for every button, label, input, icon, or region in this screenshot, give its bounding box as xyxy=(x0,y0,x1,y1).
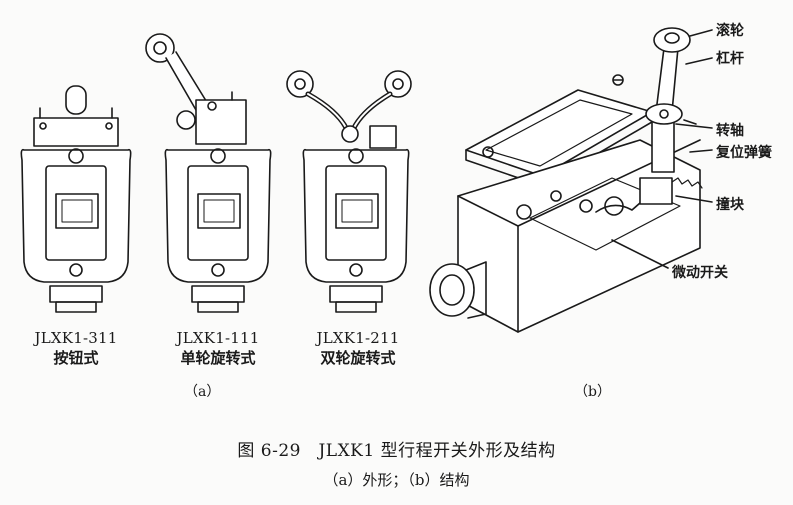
switch-model-3: JLXK1-211 xyxy=(316,329,400,347)
structure-cutaway xyxy=(429,27,713,333)
label-striker: 撞块 xyxy=(716,197,744,213)
switch-type-3: 双轮旋转式 xyxy=(320,349,396,367)
label-lever: 杠杆 xyxy=(716,51,744,67)
label-shaft: 转轴 xyxy=(716,123,744,139)
switch-illustration-double-roller xyxy=(286,70,412,313)
figure-caption: 图 6-29 JLXK1 型行程开关外形及结构 xyxy=(237,441,556,461)
switch-model-1: JLXK1-311 xyxy=(34,329,118,347)
label-spring: 复位弹簧 xyxy=(716,145,772,161)
panel-a-label: （a） xyxy=(184,384,221,400)
switch-type-1: 按钮式 xyxy=(53,349,99,367)
label-microswitch: 微动开关 xyxy=(672,265,728,281)
switch-model-2: JLXK1-111 xyxy=(176,329,260,347)
figure-subcaption: （a）外形；（b）结构 xyxy=(323,471,470,489)
switch-type-2: 单轮旋转式 xyxy=(180,349,256,367)
switch-illustration-single-roller xyxy=(145,33,272,313)
label-roller: 滚轮 xyxy=(716,23,744,39)
switch-illustration-pushbutton xyxy=(20,85,132,313)
panel-b-label: （b） xyxy=(574,384,611,400)
